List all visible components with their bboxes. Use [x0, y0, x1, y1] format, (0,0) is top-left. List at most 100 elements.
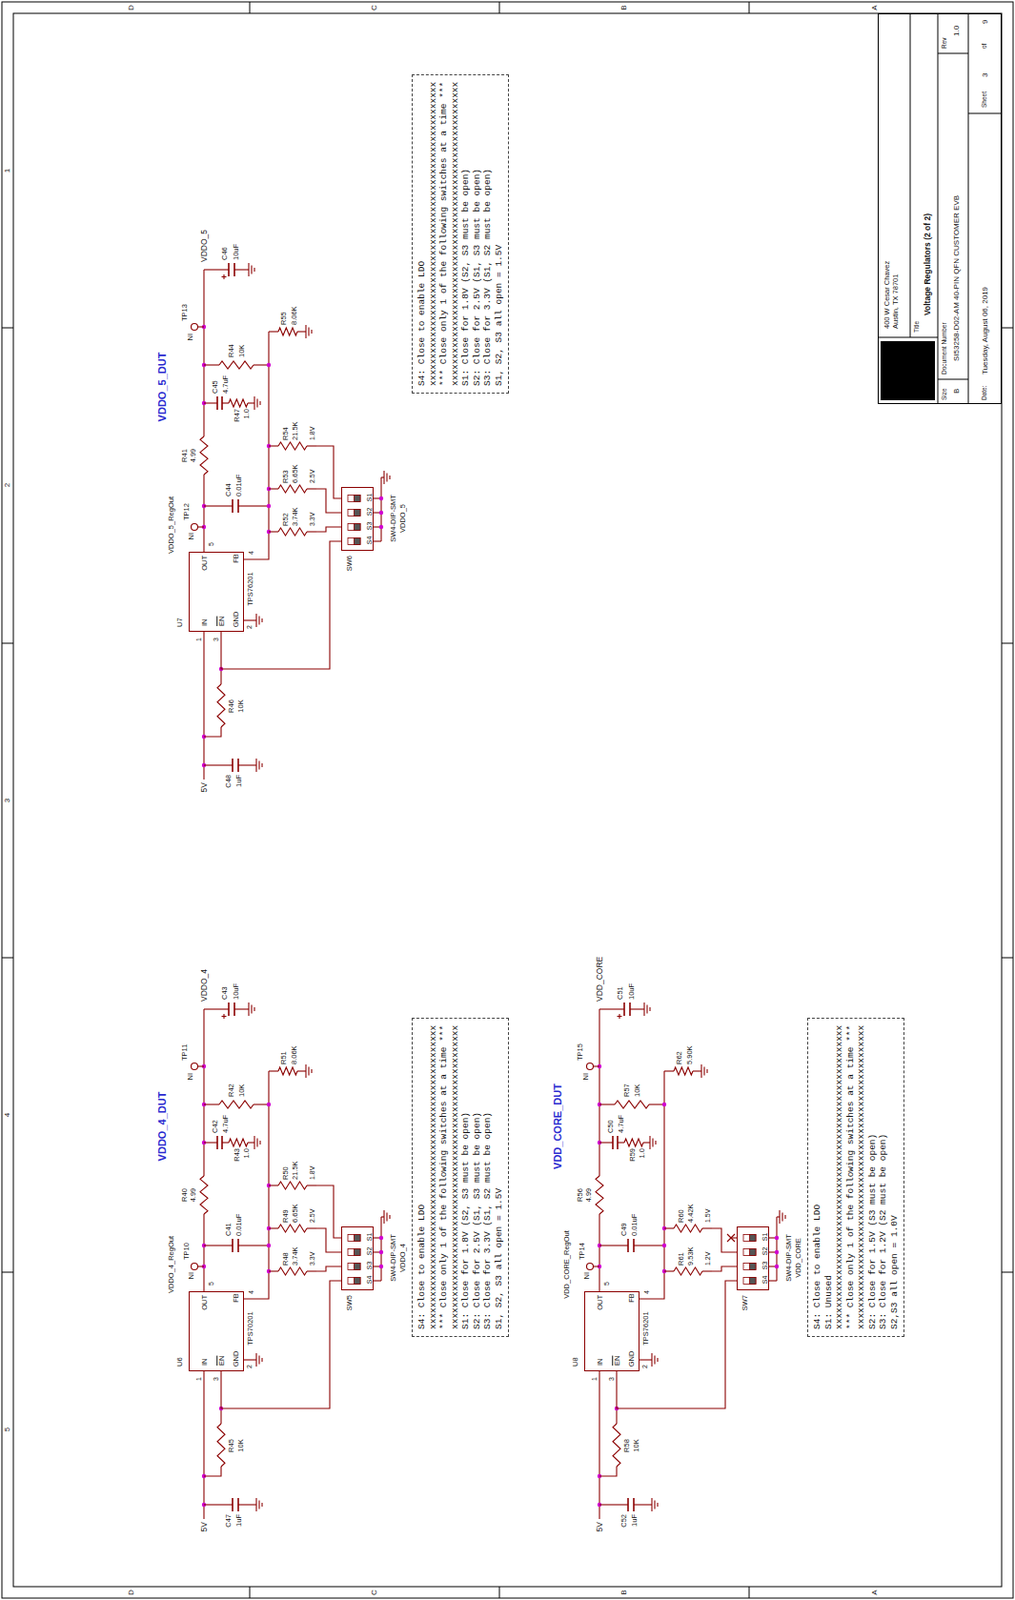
- schematic-label: 10K: [237, 1439, 245, 1452]
- schematic-label: NI: [186, 1073, 195, 1081]
- schematic-label: EN: [218, 1356, 226, 1366]
- schematic-label: 1uF: [630, 1514, 639, 1527]
- schematic-label: 1uF: [235, 774, 244, 788]
- wire: [203, 1008, 229, 1010]
- wire: [203, 1009, 204, 1177]
- wire: [253, 364, 269, 366]
- wire: [664, 1270, 674, 1272]
- polarity-mark: [222, 276, 227, 278]
- test-point: [191, 524, 199, 531]
- test-point: [587, 1263, 594, 1271]
- schematic-label: R43: [233, 1148, 242, 1162]
- wire: [380, 1217, 382, 1281]
- schematic-label: 3: [608, 1377, 615, 1381]
- wire: [664, 1227, 674, 1229]
- schematic-label: 5V: [595, 1522, 605, 1532]
- schematic-label: 1: [195, 1377, 203, 1381]
- schematic-label: 1.5V: [704, 1209, 711, 1223]
- ground-symbol: [700, 1064, 702, 1078]
- schematic-label: S4: [365, 1276, 373, 1285]
- wire: [617, 1141, 625, 1143]
- ground-symbol: [259, 401, 261, 406]
- schematic-label: 3.74K: [291, 1246, 300, 1266]
- wire: [198, 325, 205, 327]
- schematic-label: C52: [620, 1514, 629, 1528]
- schematic-label: 5: [3, 1427, 12, 1432]
- wire: [599, 1008, 625, 1010]
- wire: [268, 1070, 279, 1072]
- wire: [373, 1279, 382, 1281]
- wire: [268, 330, 279, 332]
- schematic-label: TPS76201: [642, 1311, 650, 1345]
- schematic-label: TP14: [578, 1242, 587, 1260]
- resistor-symbol: [217, 684, 225, 728]
- schematic-label: VDDO_5: [200, 229, 209, 263]
- resistor-symbol: [278, 1181, 307, 1190]
- wire: [220, 669, 222, 685]
- schematic-label: 9: [981, 20, 990, 24]
- wire: [306, 1270, 317, 1272]
- note-line: S4: Close to enable LDO: [416, 81, 428, 386]
- wire: [775, 1217, 777, 1281]
- schematic-label: VDD_CORE: [794, 1238, 803, 1279]
- wire: [633, 1244, 665, 1246]
- schematic-label: TP12: [182, 503, 191, 521]
- schematic-label: VDDO_4_DUT: [157, 1092, 168, 1162]
- test-point: [191, 1063, 199, 1071]
- ground-symbol: [383, 470, 385, 485]
- resistor-symbol: [219, 361, 254, 369]
- wire: [639, 1071, 665, 1300]
- wire: [598, 1009, 600, 1177]
- schematic-label: SW6: [345, 555, 354, 571]
- schematic-label: 0.01uF: [235, 474, 244, 497]
- schematic-label: 2: [641, 1364, 649, 1369]
- wire: [373, 540, 382, 542]
- schematic-label: Tuesday, August 06, 2019: [981, 286, 990, 375]
- wire: [203, 1244, 233, 1246]
- capacitor-symbol: [611, 1136, 614, 1150]
- ground-symbol: [253, 1136, 255, 1150]
- wire: [238, 505, 269, 507]
- note-box: S4: Close to enable LDOxxxxxxxxxxxxxxxxx…: [411, 74, 509, 394]
- resistor-symbol: [219, 1100, 254, 1109]
- ground-symbol: [706, 1069, 708, 1074]
- note-line: S1, S2, S3 all open = 1.5V: [493, 1025, 506, 1330]
- ground-symbol: [307, 327, 309, 337]
- schematic-label: TP11: [181, 1044, 189, 1061]
- ground-symbol: [388, 1215, 390, 1219]
- schematic-label: S2: [365, 507, 373, 517]
- schematic-label: 3: [3, 798, 12, 803]
- capacitor-symbol: [623, 1002, 626, 1016]
- schematic-label: R46: [227, 699, 236, 713]
- schematic-label: R47: [233, 408, 242, 423]
- ground-symbol: [650, 1498, 652, 1512]
- schematic-label: S1: [365, 1233, 373, 1242]
- switch-toggle: [743, 1235, 756, 1242]
- schematic-label: VDDO_4: [200, 969, 209, 1002]
- wire: [268, 530, 279, 532]
- schematic-label: 4.7uF: [222, 375, 230, 394]
- ground-symbol: [255, 1498, 257, 1512]
- schematic-label: 1.8V: [308, 1166, 316, 1180]
- ground-symbol: [778, 1210, 780, 1224]
- wire: [268, 487, 279, 489]
- schematic-label: C49: [620, 1222, 629, 1237]
- ground-symbol: [253, 396, 255, 410]
- note-line: *** Close only 1 of the following switch…: [438, 1025, 450, 1330]
- schematic-label: FB: [232, 553, 241, 564]
- wire: [598, 1371, 600, 1520]
- switch-toggle: [347, 1278, 361, 1285]
- capacitor-symbol: [216, 396, 219, 410]
- schematic-label: 2: [3, 483, 12, 488]
- schematic-label: 4.99: [189, 1188, 198, 1203]
- schematic-label: R49: [282, 1209, 290, 1223]
- schematic-label: R50: [282, 1166, 290, 1180]
- schematic-label: 4.42K: [687, 1203, 695, 1223]
- schematic-label: 0.01uF: [630, 1214, 639, 1237]
- resistor-symbol: [200, 436, 208, 475]
- note-line: S2: Close for 2.5V (S1, S3 must be open): [471, 81, 484, 386]
- ground-symbol: [250, 265, 252, 275]
- schematic-label: S1: [365, 493, 373, 503]
- wire: [316, 1266, 342, 1272]
- wire: [203, 505, 233, 507]
